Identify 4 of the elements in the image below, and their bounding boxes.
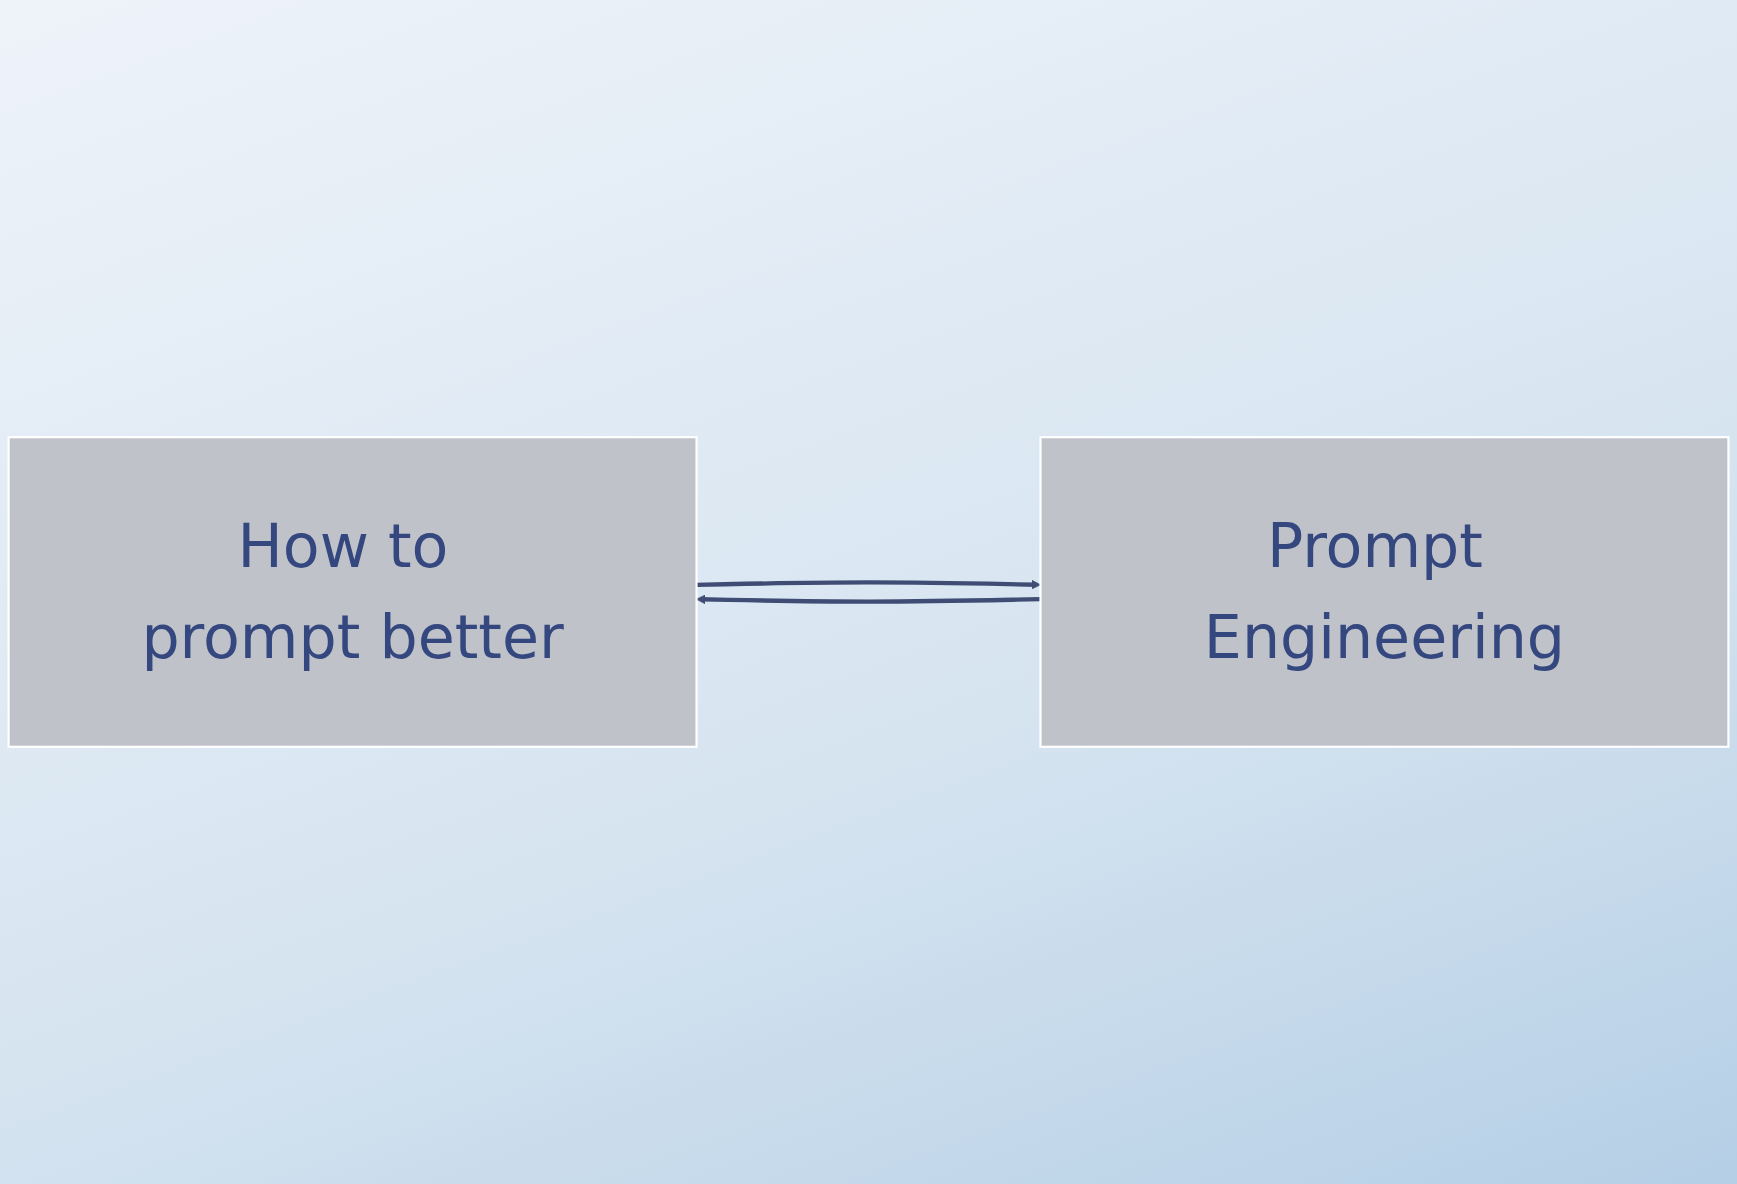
node-box: How to prompt better	[7, 436, 698, 748]
arrow	[696, 594, 1041, 605]
arrow	[696, 579, 1041, 590]
node-box: Prompt Engineering	[1039, 436, 1730, 748]
